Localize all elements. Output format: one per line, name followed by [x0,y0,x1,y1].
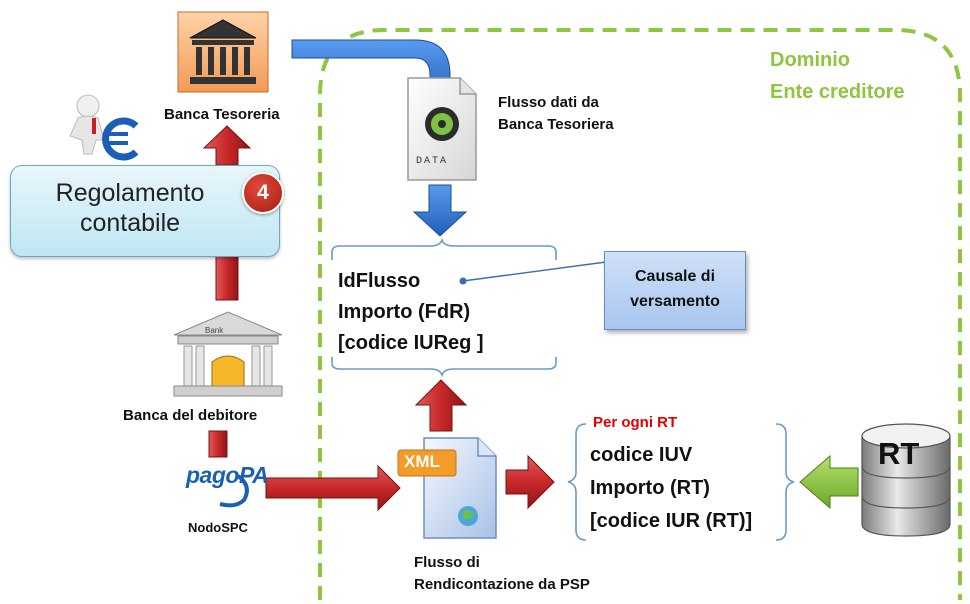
nodospc-label: NodoSPC [188,520,248,535]
red-right-arrow-xml [505,454,555,510]
rt-database-label: RT [878,436,920,471]
xml-caption-line1: Flusso di [414,554,480,571]
red-right-arrow-pagopa [265,464,401,512]
field-importo-rt: Importo (RT) [590,477,710,499]
causale-connector [459,261,607,285]
regolamento-line2: contabile [79,209,181,237]
flusso-dati-line1: Flusso dati da [498,94,599,111]
domain-title-line2: Ente creditore [770,81,905,103]
pagopa-logo: pagoPA [186,462,269,488]
field-importo-fdr: Importo (FdR) [338,301,471,323]
domain-title-line1: Dominio [770,49,850,71]
red-up-arrow-center [414,379,468,432]
field-codice-iur-rt: [codice IUR (RT)] [590,510,753,532]
field-codice-iuv: codice IUV [590,444,693,466]
domain-boundary [318,28,962,600]
top-fields-brace [331,237,557,260]
pagopa-swoosh-icon [219,474,249,508]
xml-caption-line2: Rendicontazione da PSP [414,576,590,593]
data-file-icon [407,77,477,181]
red-up-arrow-tesoreria [202,125,252,166]
red-bar-pagopa [208,430,228,458]
bottom-fields-brace [331,357,557,378]
banca-debitore-label: Banca del debitore [123,407,258,424]
regolamento-box [10,165,280,257]
rt-fields-brace-left [567,423,587,541]
flusso-dati-line2: Banca Tesoriera [498,116,614,133]
xml-file-icon [397,437,497,539]
green-left-arrow [799,454,859,510]
causale-box [604,251,746,330]
field-idflusso: IdFlusso [338,270,421,292]
causale-line1: Causale di [634,268,716,285]
debtor-bank-icon [173,311,283,397]
tesoreria-bank-icon [177,11,269,93]
regolamento-line1: Regolamento [55,179,205,207]
xml-file-label: XML [404,452,440,471]
banca-tesoreria-label: Banca Tesoreria [164,106,280,123]
euro-person-icon [69,94,139,161]
data-file-label: DATA [416,156,449,167]
blue-down-arrow [412,184,468,237]
bank-sign-label: Bank [205,326,224,335]
causale-line2: versamento [630,293,720,310]
per-ogni-rt-header: Per ogni RT [593,414,678,431]
red-bar-bank [215,254,239,301]
causale-label: Causale di versamento [604,264,746,314]
field-codice-iureg: [codice IUReg ] [338,332,484,354]
database-icon [861,423,951,537]
step-badge: 4 [242,172,284,214]
rt-fields-brace-right [775,423,795,541]
regolamento-label: Regolamento contabile [10,178,250,238]
